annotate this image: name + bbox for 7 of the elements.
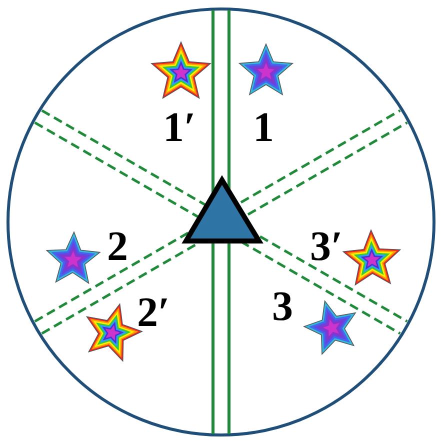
position-label: 2	[107, 226, 128, 268]
position-label: 1′	[163, 107, 196, 149]
position-label: 3	[272, 286, 293, 328]
position-label: 3′	[310, 226, 343, 268]
triangle-symbol	[182, 175, 264, 244]
position-label: 1	[253, 107, 274, 149]
position-label: 2′	[137, 292, 170, 334]
